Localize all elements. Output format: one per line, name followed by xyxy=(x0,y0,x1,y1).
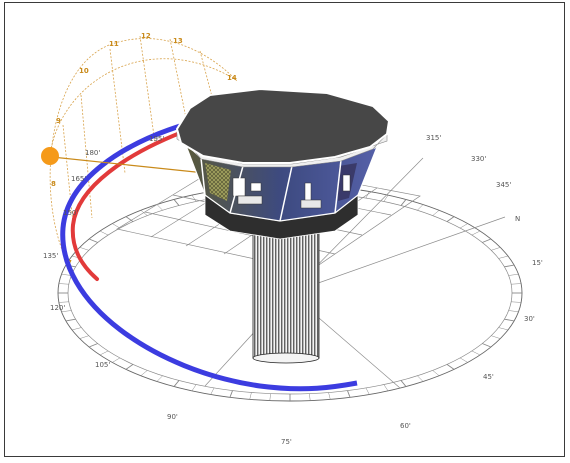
degree-label: 15' xyxy=(532,259,543,267)
compass-tick xyxy=(125,364,134,370)
sun-marker xyxy=(41,147,59,165)
summer-sun-arc xyxy=(60,119,358,392)
compass-tick xyxy=(173,380,180,387)
degree-label: 135' xyxy=(43,252,58,260)
sun-hour-label: 14 xyxy=(227,74,237,82)
compass-tick xyxy=(459,223,468,229)
degree-label: 45' xyxy=(483,373,494,381)
degree-label: 315' xyxy=(426,134,441,142)
compass-tick xyxy=(191,194,197,202)
compass-tick xyxy=(191,384,197,392)
compass-tick xyxy=(432,370,440,376)
compass-tick xyxy=(269,393,271,401)
compass-tick xyxy=(383,194,389,202)
compass-tick xyxy=(498,327,509,331)
compass-tick xyxy=(58,283,69,285)
degree-label: 345' xyxy=(496,181,511,189)
degree-label: 195' xyxy=(149,135,164,143)
compass-tick xyxy=(173,199,180,206)
degree-label: 180' xyxy=(85,149,100,157)
compass-tick xyxy=(417,375,424,382)
compass-tick xyxy=(471,350,481,356)
compass-tick xyxy=(156,204,163,211)
compass-tick xyxy=(140,370,148,376)
compass-tick xyxy=(446,216,455,222)
compass-tick xyxy=(229,390,233,398)
compass-tick xyxy=(400,380,407,387)
winter-sun-arc xyxy=(70,126,195,281)
compass-tick xyxy=(79,335,89,339)
compass-tick xyxy=(156,375,163,382)
compass-tick xyxy=(482,238,492,243)
compass-tick xyxy=(491,335,501,339)
sun-ray xyxy=(51,156,206,174)
sun-hour-label: 11 xyxy=(109,40,119,48)
tower-shaft xyxy=(252,232,320,364)
degree-label: 30' xyxy=(524,315,535,323)
compass-tick xyxy=(504,264,515,268)
degree-label: 60' xyxy=(400,422,411,430)
compass-tick xyxy=(61,273,72,276)
compass-tick xyxy=(99,350,109,356)
tower-roof xyxy=(175,87,391,168)
compass-tick xyxy=(432,210,440,216)
compass-tick xyxy=(58,301,69,303)
compass-tick xyxy=(88,343,98,348)
compass-tick xyxy=(140,210,148,216)
compass-tick xyxy=(249,392,252,400)
compass-tick xyxy=(365,387,370,395)
sun-hour-label: 10 xyxy=(79,67,89,75)
sun-hour-label: 13 xyxy=(173,37,183,45)
degree-label: 330' xyxy=(471,155,486,163)
compass-tick xyxy=(79,247,89,251)
compass-tick xyxy=(383,384,389,392)
sun-hour-label: 8 xyxy=(51,180,56,188)
compass-tick xyxy=(112,357,121,363)
compass-tick xyxy=(508,273,519,276)
compass-north-label: N xyxy=(515,215,520,223)
compass-tick xyxy=(498,255,509,259)
degree-label: 75' xyxy=(281,438,292,446)
degree-label: 165' xyxy=(71,175,86,183)
compass-tick xyxy=(125,216,134,222)
compass-tick xyxy=(508,310,519,313)
compass-tick xyxy=(347,390,351,398)
compass-tick xyxy=(504,318,515,322)
compass-degree-labels: 15' 30' 45' 60' 75' 90' 105' 120' 135' 150' 165' 18… xyxy=(43,134,543,446)
sun-hour-label: 9 xyxy=(56,117,61,125)
compass-tick xyxy=(99,230,109,236)
compass-tick xyxy=(61,310,72,313)
compass-tick xyxy=(71,327,82,331)
compass-tick xyxy=(88,238,98,243)
compass-tick xyxy=(459,357,468,363)
compass-tick xyxy=(309,393,311,401)
compass-tick xyxy=(511,283,522,285)
degree-label: 90' xyxy=(167,413,178,421)
compass-tick xyxy=(210,387,215,395)
sun-hour-label: 12 xyxy=(141,32,151,40)
degree-label: 120' xyxy=(50,304,65,312)
compass-tick xyxy=(112,223,121,229)
compass-tick xyxy=(471,230,481,236)
compass-tick xyxy=(511,301,522,303)
degree-label: 150' xyxy=(63,209,78,217)
compass-tick xyxy=(446,364,455,370)
compass-tick xyxy=(65,318,76,322)
degree-label: 105' xyxy=(95,361,110,369)
compass-tick xyxy=(400,199,407,206)
compass-tick xyxy=(417,204,424,211)
compass-tick xyxy=(328,392,331,400)
compass-tick xyxy=(491,247,501,251)
compass-tick xyxy=(482,343,492,348)
